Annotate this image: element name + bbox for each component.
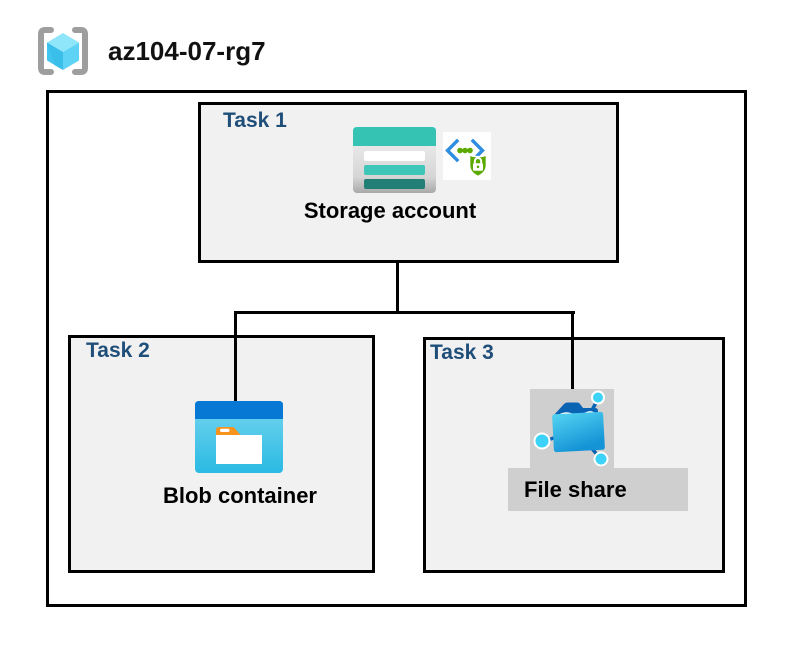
connector-horizontal [234, 311, 575, 314]
blob-container-icon [195, 401, 283, 473]
secure-endpoint-icon [443, 132, 491, 180]
file-share-selection-highlight [530, 389, 614, 470]
file-share-label: File share [524, 477, 627, 502]
connector-storage-stem [396, 262, 399, 313]
resource-group-title: az104-07-rg7 [108, 36, 266, 66]
connector-to-blob [234, 311, 237, 403]
task3-label: Task 3 [430, 341, 494, 364]
resource-group-icon [38, 27, 88, 75]
task1-label: Task 1 [223, 109, 287, 132]
storage-account-icon [353, 127, 436, 193]
file-share-label-highlight: File share [508, 468, 688, 511]
blob-container-label: Blob container [162, 483, 317, 508]
task3-box [423, 337, 725, 573]
file-share-icon [533, 390, 609, 467]
connector-to-fileshare [571, 311, 574, 392]
storage-account-label: Storage account [303, 198, 477, 223]
task2-label: Task 2 [86, 339, 150, 362]
